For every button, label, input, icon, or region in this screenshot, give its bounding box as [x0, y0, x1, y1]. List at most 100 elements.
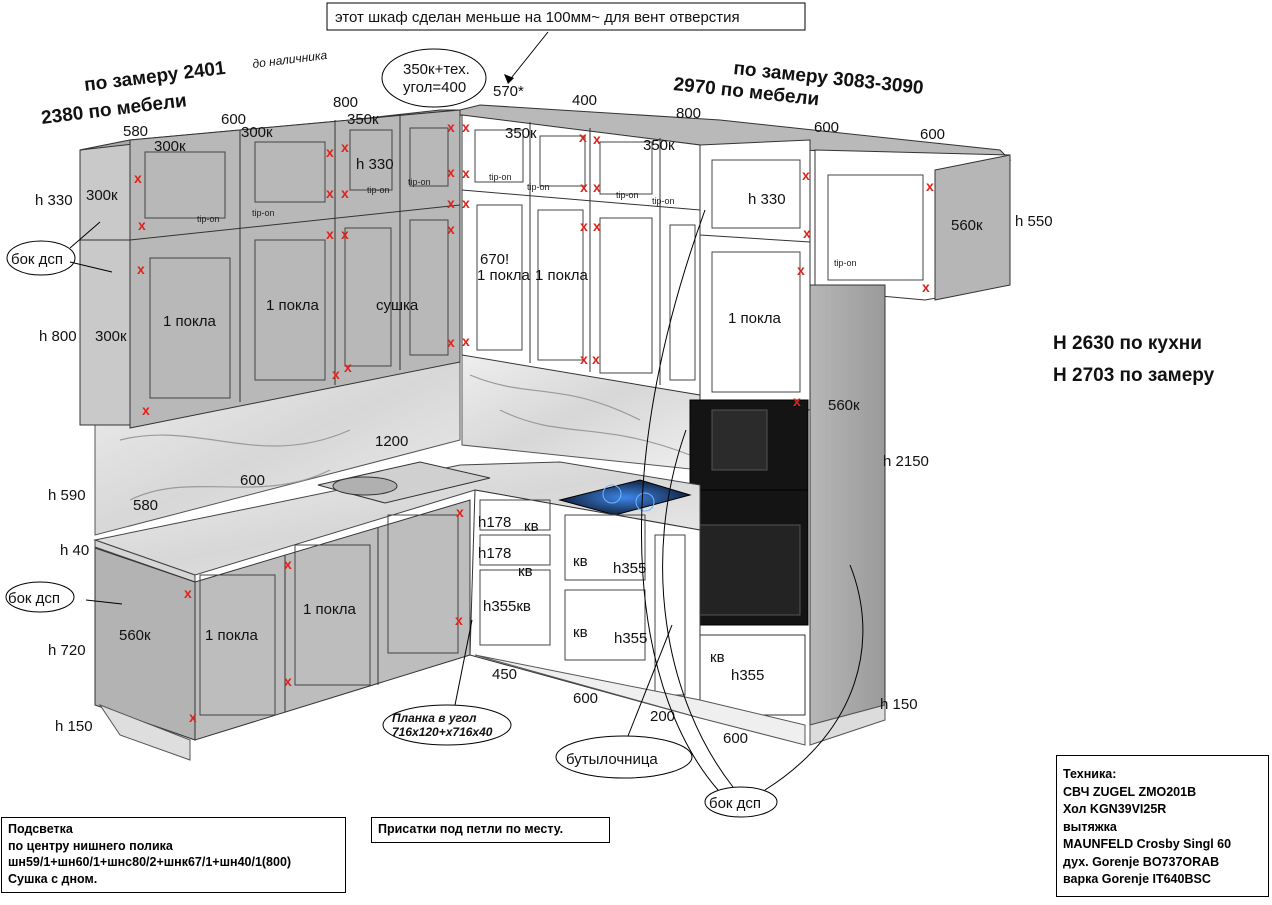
dim-350k-b: 350к [505, 125, 537, 142]
appliance-tower [689, 284, 886, 746]
hinge-marker: x [456, 504, 464, 520]
front-label-2: 1 покла [266, 297, 319, 314]
notes-right-box: Техника: СВЧ ZUGEL ZMO201B Хол KGN39VI25… [1056, 755, 1269, 897]
dim-200: 200 [650, 708, 675, 725]
note-right-line-6: дух. Gorenje BO737ORAB [1063, 854, 1220, 869]
drawer-kv-1: кв [524, 518, 539, 535]
dim-h800: h 800 [39, 328, 77, 345]
upper-cabinet-corner-right [814, 149, 1011, 301]
dim-400: 400 [572, 92, 597, 109]
note-right-line-5: MAUNFELD Crosby Singl 60 [1063, 837, 1232, 851]
left-wall-furniture: 2380 по мебели [40, 90, 188, 129]
hinge-marker: x [462, 333, 470, 349]
hinge-marker: x [326, 185, 334, 201]
top-note-arrow [507, 31, 549, 83]
dimension-labels: 580 600 800 570* 400 800 600 600 300к 30… [35, 83, 1053, 747]
note-right-line-2: СВЧ ZUGEL ZMO201B [1063, 784, 1197, 799]
callout-bok-dsp-2: бок дсп [8, 590, 60, 607]
hinge-marker: x [326, 226, 334, 242]
dim-300k-side-1: 300к [86, 187, 118, 204]
tipon-label: tip-on [834, 258, 857, 268]
note-right-line-1: Техника: [1063, 767, 1117, 781]
note-left-line-1: Подсветка [8, 822, 73, 836]
hinge-marker: x [332, 366, 340, 382]
dim-570: 570* [493, 83, 524, 100]
callout-butylochnitsa: бутылочница [566, 751, 658, 768]
hinge-marker: x [184, 585, 192, 601]
hinge-marker: x [284, 556, 292, 572]
hinge-marker: x [326, 144, 334, 160]
tipon-label: tip-on [527, 182, 550, 192]
sink [317, 461, 491, 504]
planka-line-2: 716x120+x716x40 [392, 725, 493, 739]
hinge-marker: x [447, 119, 455, 135]
dim-450: 450 [492, 666, 517, 683]
hinge-marker: x [142, 402, 150, 418]
hinge-marker: x [593, 179, 601, 195]
corner-note-line2: угол=400 [403, 79, 466, 96]
hinge-marker: x [580, 218, 588, 234]
dim-h590: h 590 [48, 487, 86, 504]
front-labels: 1 покла 1 покла сушка 1 покла 1 покла 1 … [163, 267, 781, 644]
dim-h550: h 550 [1015, 213, 1053, 230]
dim-600-tower: 600 [723, 730, 748, 747]
hinge-marker: x [802, 167, 810, 183]
note-left-line-4: Сушка с дном. [8, 871, 98, 886]
dim-800-b: 800 [676, 105, 701, 122]
hinge-marker: x [447, 221, 455, 237]
upper-cabinets-right [459, 104, 1012, 396]
hinge-marker: x [455, 612, 463, 628]
hinge-marker: x [341, 185, 349, 201]
hinge-marker: x [593, 131, 601, 147]
top-note: этот шкаф сделан меньше на 100мм~ для ве… [335, 9, 740, 26]
dim-1200: 1200 [375, 433, 408, 450]
countertop [93, 461, 701, 576]
note-left-line-2: по центру нишнего полика [8, 838, 173, 853]
hinge-marker: x [462, 165, 470, 181]
top-note-box [326, 2, 806, 31]
dim-300k-b: 300к [241, 124, 273, 141]
lower-cabinets-right [469, 489, 806, 746]
dim-350k-a: 350к [347, 111, 379, 128]
front-label-6: 1 покла [205, 627, 258, 644]
upper-cabinets-left [79, 109, 461, 429]
left-wall-measure: по замеру 2401 [83, 58, 227, 96]
hinge-marker: x [803, 225, 811, 241]
corner-note-line1: 350к+тех. [403, 61, 470, 78]
dim-600-a: 600 [221, 111, 246, 128]
dim-h150-left: h 150 [55, 718, 93, 735]
dim-560k-a: 560к [119, 627, 151, 644]
note-right-line-4: вытяжка [1063, 819, 1117, 834]
drawer-h355-c: h355 [614, 630, 647, 647]
hinge-marker: x [793, 393, 801, 409]
dim-h330-right: h 330 [748, 191, 786, 208]
dim-560k-b: 560к [828, 397, 860, 414]
callouts: бок дсп бок дсп бок дсп бутылочница План… [5, 209, 864, 818]
dim-670: 670! [480, 251, 509, 268]
hinge-marker: x [138, 217, 146, 233]
hinge-marker: x [580, 179, 588, 195]
hob [558, 479, 692, 516]
hinge-marker: x [447, 334, 455, 350]
drawer-h355-b: h355 [613, 560, 646, 577]
tipon-label: tip-on [408, 177, 431, 187]
tipon-label: tip-on [489, 172, 512, 182]
hinge-marker: x [922, 279, 930, 295]
tipon-label: tip-on [616, 190, 639, 200]
drawer-labels: h178 h178 h355кв кв кв кв кв кв h355 h35… [478, 514, 764, 684]
note-right-line-7: варка Gorenje IT640BSC [1063, 872, 1211, 886]
note-right-line-3: Хол KGN39VI25R [1063, 802, 1167, 816]
dim-300k-a: 300к [154, 138, 186, 155]
notes-middle-box: Присатки под петли по месту. [371, 817, 610, 843]
drawer-kv-5: кв [710, 649, 725, 666]
lower-cabinets-left [94, 499, 471, 761]
drawer-h355-d: h355 [731, 667, 764, 684]
corner-note-oval [381, 48, 487, 108]
hinge-marker: x [137, 261, 145, 277]
dim-300k-side-2: 300к [95, 328, 127, 345]
tipon-label: tip-on [652, 196, 675, 206]
dim-350k-c: 350к [643, 137, 675, 154]
drawer-kv-4: кв [573, 624, 588, 641]
